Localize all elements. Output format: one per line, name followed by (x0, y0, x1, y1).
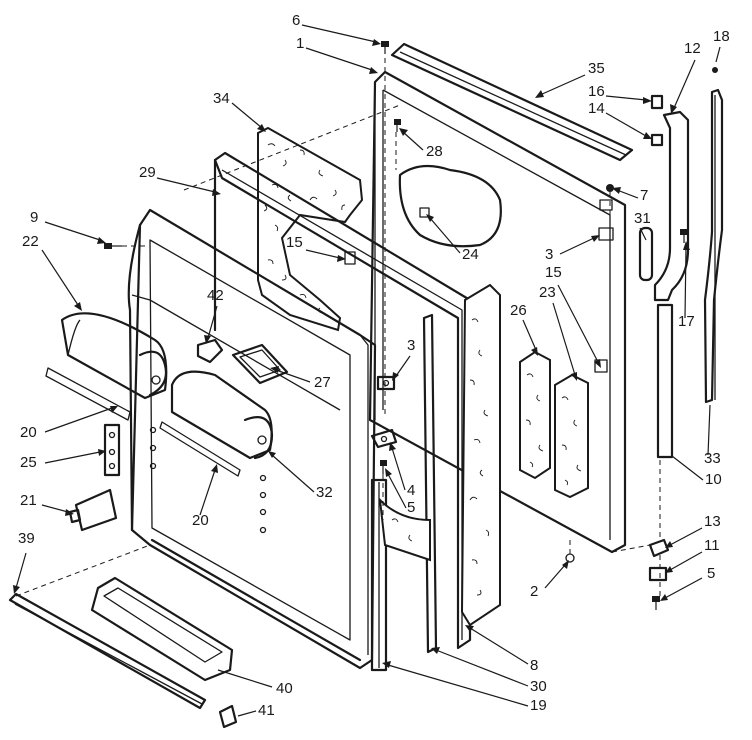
callout-c42: 42 (207, 287, 224, 304)
callout-c13: 13 (704, 513, 721, 530)
callout-c3b: 3 (407, 337, 415, 354)
callout-c21: 21 (20, 492, 37, 509)
callout-c19: 19 (530, 697, 547, 714)
callout-c31: 31 (634, 210, 651, 227)
small-parts (196, 338, 289, 385)
bottom-parts (8, 576, 238, 729)
hinge-14 (650, 133, 664, 147)
screw-28 (394, 119, 401, 132)
callout-c17: 17 (678, 313, 695, 330)
screw-17 (680, 229, 688, 243)
callout-c34: 34 (213, 90, 230, 107)
callout-c8: 8 (530, 657, 538, 674)
callout-c6: 6 (292, 12, 300, 29)
callout-c40: 40 (276, 680, 293, 697)
callout-c2: 2 (530, 583, 538, 600)
screw-7 (606, 184, 614, 192)
callout-c14: 14 (588, 100, 605, 117)
screw-2 (565, 553, 575, 563)
callout-c35: 35 (588, 60, 605, 77)
callout-c3a: 3 (545, 246, 553, 263)
side-trim (638, 88, 724, 459)
insulation-8 (460, 283, 501, 627)
callout-c18: 18 (713, 28, 730, 45)
callout-c10: 10 (705, 471, 722, 488)
callout-c9: 9 (30, 209, 38, 226)
callout-c26: 26 (510, 302, 527, 319)
callout-c27: 27 (314, 374, 331, 391)
hinge-4 (370, 428, 398, 449)
callout-c22: 22 (22, 233, 39, 250)
fasteners (104, 41, 718, 610)
callout-c25: 25 (20, 454, 37, 471)
callout-c7: 7 (640, 187, 648, 204)
top-cap (390, 42, 634, 162)
callout-c33: 33 (704, 450, 721, 467)
door-liner (127, 208, 431, 670)
brackets-25-21 (68, 423, 121, 532)
screw-6 (381, 41, 389, 54)
screw-18 (712, 67, 718, 73)
callout-c12: 12 (684, 40, 701, 57)
vertical-strips (370, 313, 438, 672)
foam-blocks (519, 350, 589, 499)
callout-c1: 1 (296, 35, 304, 52)
callout-c20b: 20 (192, 512, 209, 529)
insulation-34 (257, 126, 364, 332)
middle-bin-32 (159, 370, 274, 477)
callout-c24: 24 (462, 246, 479, 263)
screw-5-left (380, 460, 387, 474)
bracket-3 (376, 375, 396, 391)
callout-c32: 32 (316, 484, 333, 501)
callout-c11: 11 (704, 537, 720, 554)
callout-c28: 28 (426, 143, 443, 160)
screw-9 (104, 243, 122, 249)
callout-c23: 23 (539, 284, 556, 301)
callout-c5a: 5 (407, 499, 415, 516)
hinge-16 (650, 94, 664, 110)
callout-c29: 29 (139, 164, 156, 181)
callout-c5b: 5 (707, 565, 715, 582)
callout-c20a: 20 (20, 424, 37, 441)
callout-c39: 39 (18, 530, 35, 547)
hinge-13-11 (648, 538, 670, 582)
upper-bin-22 (45, 312, 168, 421)
callout-c15a: 15 (286, 234, 303, 251)
callout-c16: 16 (588, 83, 605, 100)
callout-c4: 4 (407, 482, 415, 499)
callout-c15b: 15 (545, 264, 562, 281)
assembly-lines (15, 58, 661, 600)
callout-c41: 41 (258, 702, 275, 719)
screw-5-right (652, 596, 660, 610)
callout-c30: 30 (530, 678, 547, 695)
leader-lines (13, 24, 721, 717)
